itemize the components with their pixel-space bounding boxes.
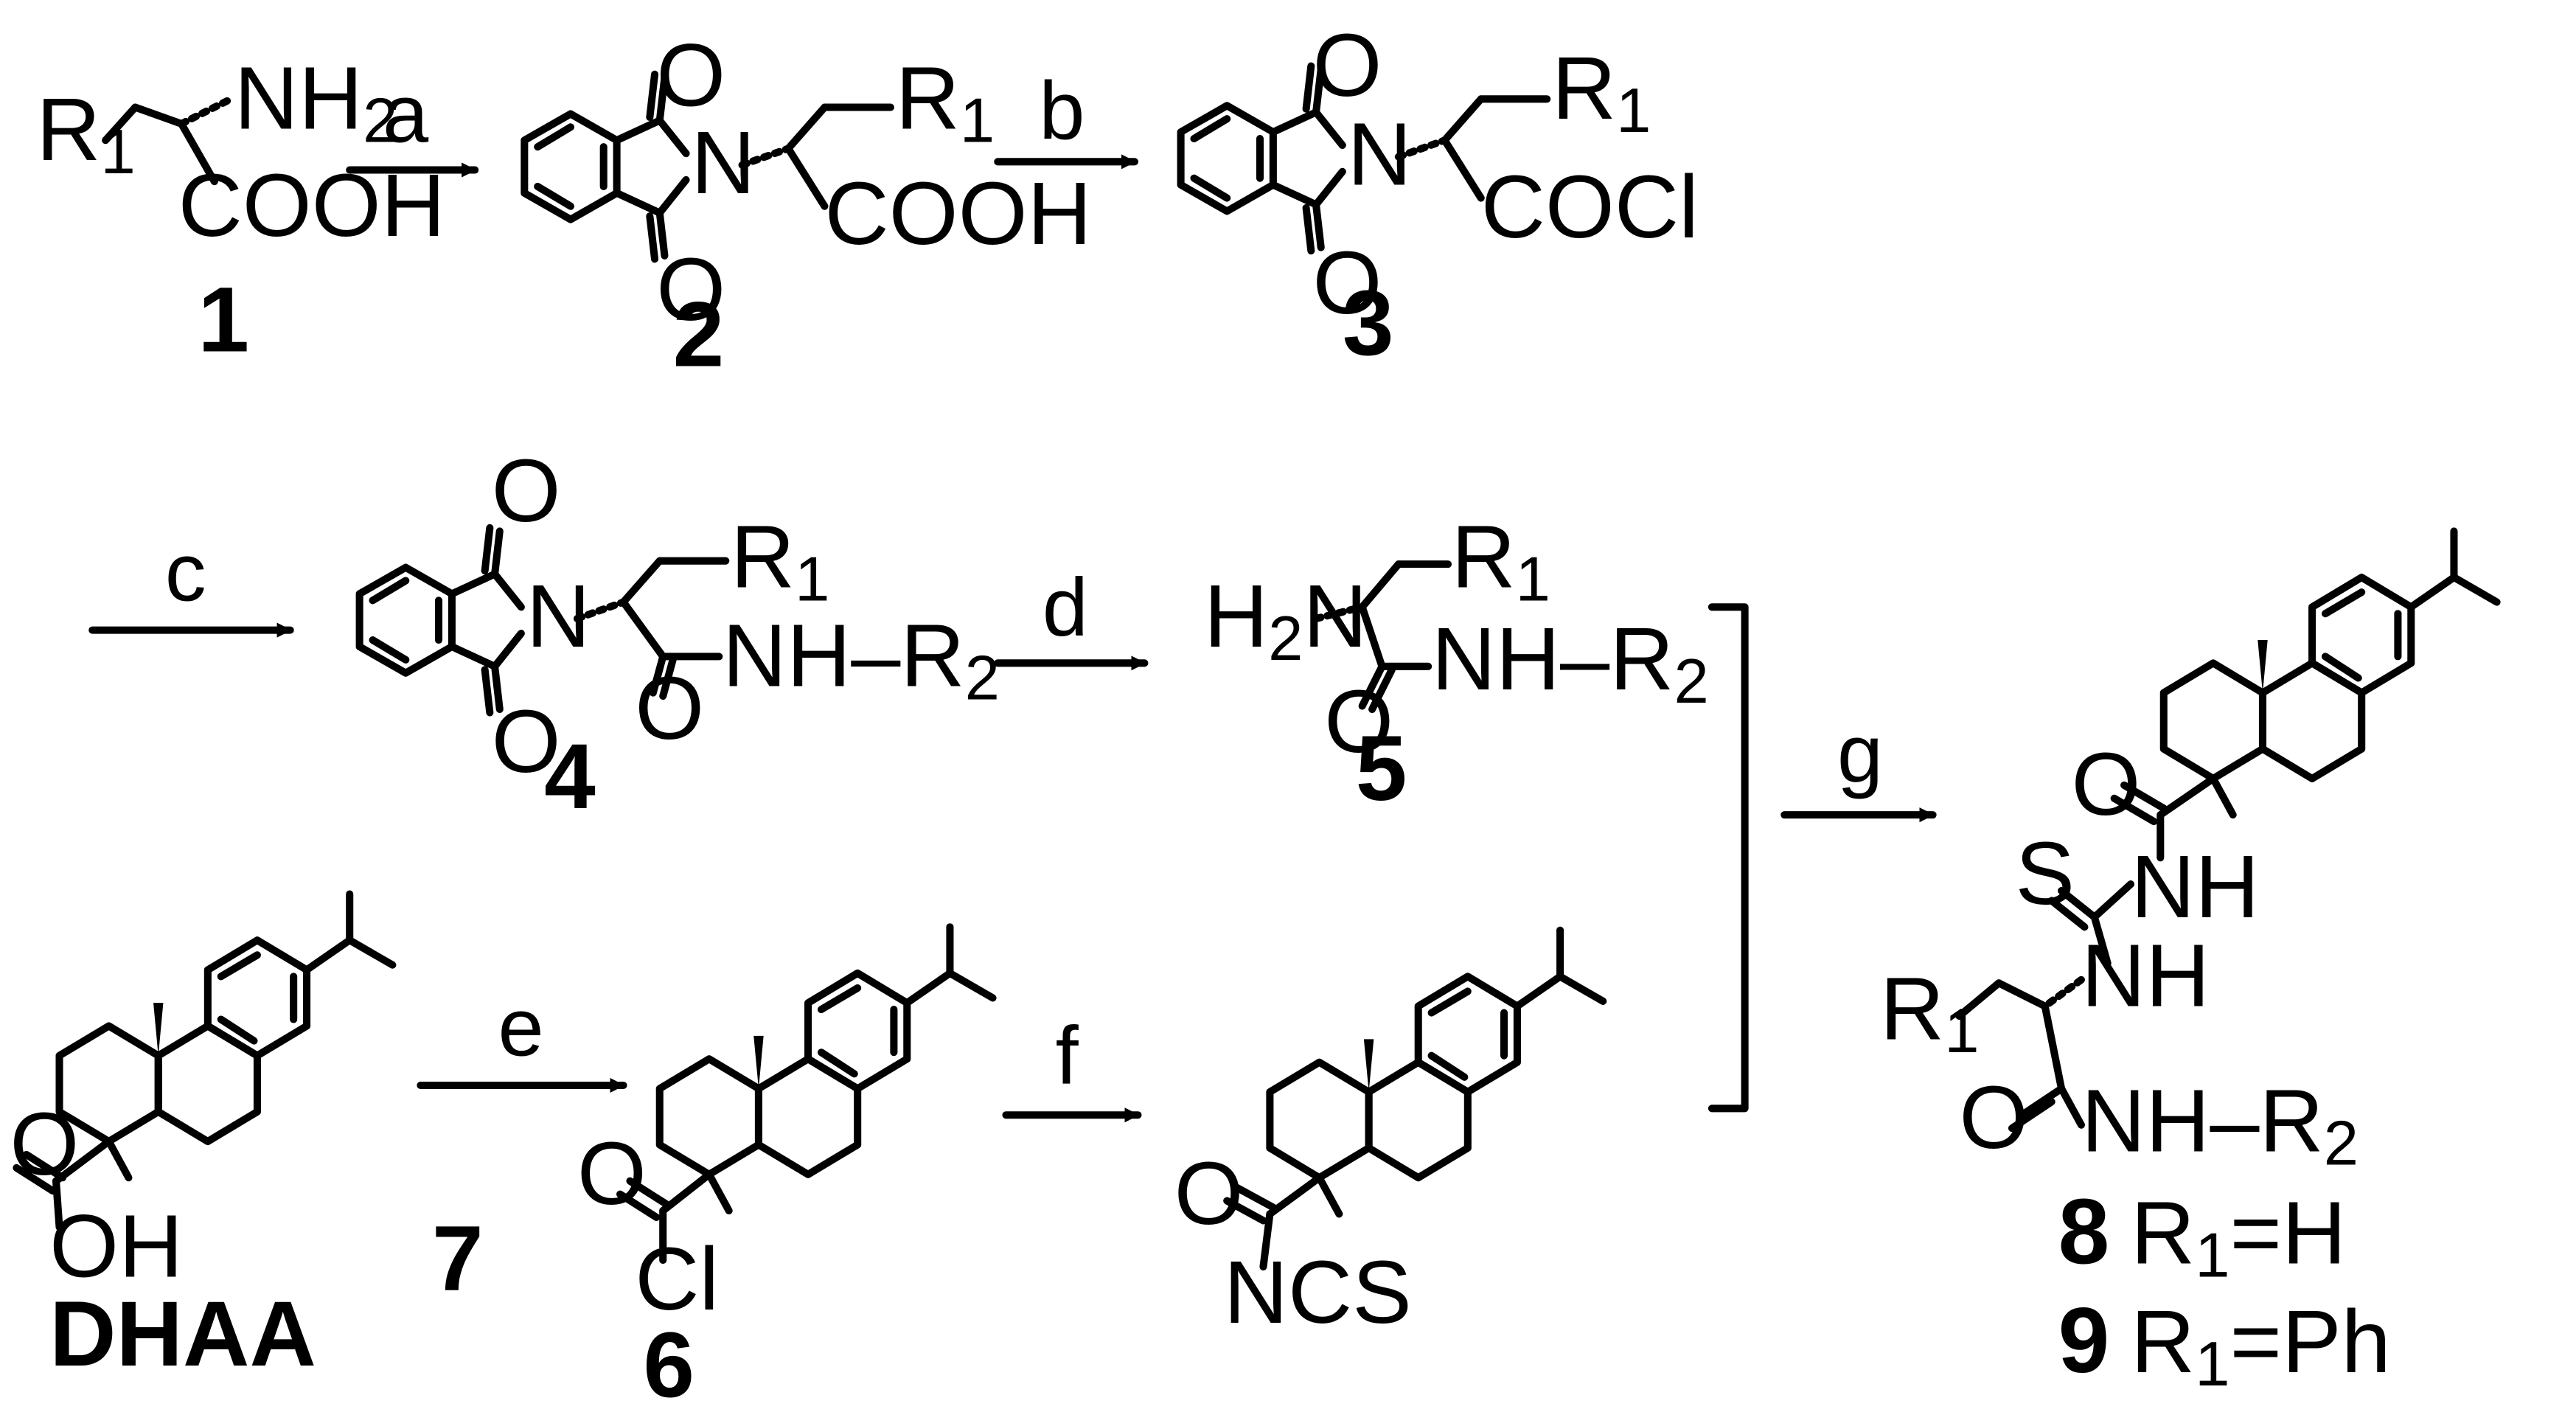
compound-label-7: 7 [432,1206,484,1310]
variant-9: R1=Ph [2131,1292,2391,1399]
nh-upper: NH [2131,837,2259,936]
compound-label-2: 2 [673,283,725,386]
compound-label-9: 9 [2058,1289,2110,1392]
r1-label-4: R1 [731,507,830,614]
condition-d: d [1042,560,1088,653]
arrow-g: g [1780,707,1937,823]
compound-6: O Cl 6 [577,927,993,1412]
bracket [1708,603,1749,1113]
compound-label-3: 3 [1343,271,1394,375]
arrow-a: a [346,67,479,178]
r1-label-product: R1 [1880,959,1980,1066]
r1-label-3: R1 [1552,38,1651,146]
compound-8-9: O NH S NH R1 O NH–R2 8 R1=H 9 R1=Ph [1880,531,2497,1399]
arrow-f: f [1002,1009,1142,1123]
nh-r2-label-4: NH–R2 [723,606,1000,714]
condition-c: c [165,526,206,618]
nh-lower: NH [2081,926,2210,1026]
cooh-label-2: COOH [824,164,1091,263]
o-top-2: O [656,25,725,125]
arrow-c: c [88,526,294,638]
compound-label-8: 8 [2058,1180,2110,1284]
compound-dhaa: O OH 7 DHAA [10,894,484,1385]
compound-label-6: 6 [643,1314,695,1412]
o-amide-bottom: O [1959,1068,2028,1167]
s-label: S [2015,824,2075,923]
arrow-e: e [417,981,627,1093]
variant-8: R1=H [2131,1183,2346,1291]
o-amide-top: O [2072,734,2141,834]
nh-r2-label-product: NH–R2 [2081,1071,2359,1178]
compound-label-1: 1 [198,268,249,372]
compound-label-dhaa: DHAA [49,1282,316,1385]
o-amide-5: O [1324,672,1393,771]
r1-label-5: R1 [1451,507,1550,614]
nh2-label: NH2 [234,49,398,156]
r1-label-2: R1 [896,49,995,156]
o-top-3: O [1313,15,1382,115]
compound-isothiocyanate: O NCS [1174,931,1604,1342]
compound-2: N O O R1 COOH 2 [524,25,1092,386]
o-amide-4: O [635,658,704,758]
compound-4: N O O R1 O NH–R2 4 [360,441,1000,828]
ncs-label: NCS [1224,1242,1412,1342]
cocl-label-3: COCl [1481,157,1699,257]
o-bottom-2: O [656,240,725,339]
o-top-4: O [492,441,561,540]
compound-5: H2N R1 O NH–R2 5 [1204,507,1709,820]
o-acid-dhaa: O [10,1094,79,1194]
compound-label-5: 5 [1356,717,1407,820]
o-bottom-3: O [1313,233,1382,333]
arrow-d: d [994,560,1149,671]
nh-r2-label-5: NH–R2 [1432,609,1709,717]
o-acyl-6: O [577,1124,647,1223]
condition-g: g [1837,707,1883,799]
oh-label-dhaa: OH [49,1196,183,1296]
compound-label-4: 4 [544,725,596,828]
condition-e: e [498,981,544,1074]
h2n-label-5: H2N [1204,566,1368,674]
o-acyl-ncs: O [1174,1144,1244,1243]
o-bottom-4: O [492,692,561,791]
condition-b: b [1039,64,1085,156]
cl-label-6: Cl [635,1229,719,1329]
condition-f: f [1056,1009,1079,1102]
compound-3: N O O R1 COCl 3 [1181,15,1699,375]
r1-label-1: R1 [36,80,136,187]
condition-a: a [383,67,429,159]
arrow-b: b [994,64,1139,170]
